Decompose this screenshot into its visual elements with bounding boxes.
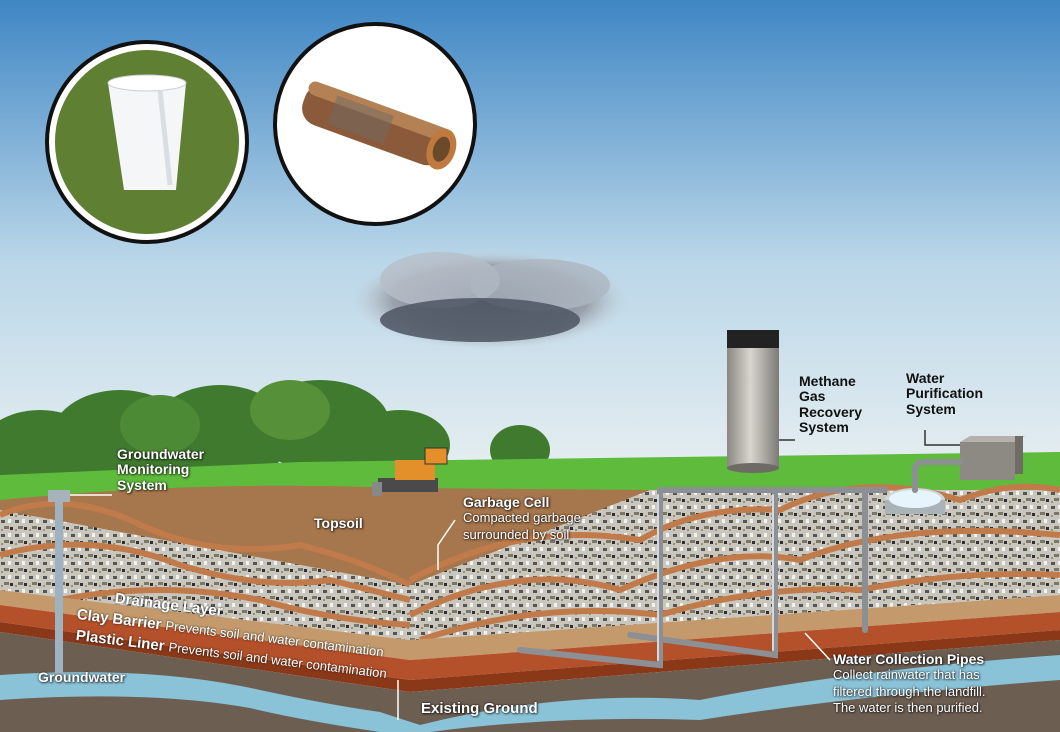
clay-barrier: [0, 605, 1060, 680]
purification-label-line-2: Purification: [906, 385, 984, 402]
topsoil-label: Topsoil: [314, 515, 363, 531]
purification-label-line-3: System: [906, 400, 956, 417]
water-collection-title: Water Collection Pipes: [833, 651, 985, 667]
water-purification-label: Water Purification System: [906, 370, 984, 417]
methane-label-line-2: Gas: [799, 388, 826, 405]
leader-lines: [70, 494, 831, 720]
water-collection-pipes: [517, 459, 963, 669]
groundwater-stream: [0, 655, 1060, 732]
foam-cup-photo-inset: [45, 40, 249, 244]
plastic-liner: [0, 622, 1060, 692]
groundwater-monitoring-label: Groundwater Monitoring System: [117, 446, 205, 493]
methane-label-line-3: Recovery: [799, 403, 863, 420]
water-collection-label: Water Collection Pipes Collect rainwater…: [833, 651, 986, 716]
monitoring-label-line-2: Monitoring: [117, 461, 190, 478]
rusty-battery-photo-inset: [273, 22, 477, 226]
garbage-cell-title: Garbage Cell: [463, 494, 550, 510]
garbage-cells-right: [410, 490, 1060, 640]
water-collection-desc-1: Collect rainwater that has: [833, 667, 980, 683]
garbage-cell-desc-2: surrounded by soil: [463, 526, 570, 542]
purification-label-line-1: Water: [906, 370, 945, 386]
monitoring-label-line-3: System: [117, 476, 167, 493]
methane-label-line-1: Methane: [799, 373, 856, 389]
methane-tank: [727, 330, 779, 473]
monitoring-well: [48, 490, 70, 680]
groundwater-label: Groundwater: [38, 669, 126, 685]
water-collection-desc-3: The water is then purified.: [833, 699, 983, 715]
monitoring-label-line-1: Groundwater: [117, 446, 205, 462]
storm-cloud: [350, 250, 630, 350]
purification-plant: [885, 436, 1025, 514]
existing-ground-label: Existing Ground: [421, 700, 538, 717]
methane-label: Methane Gas Recovery System: [799, 373, 863, 436]
garbage-cell-label: Garbage Cell Compacted garbage surrounde…: [463, 494, 581, 543]
water-collection-desc-2: filtered through the landfill.: [833, 683, 986, 699]
drainage-layer: [0, 590, 1060, 660]
methane-label-line-4: System: [799, 419, 849, 436]
garbage-cell-desc-1: Compacted garbage: [463, 510, 581, 526]
bulldozer: [372, 447, 448, 496]
